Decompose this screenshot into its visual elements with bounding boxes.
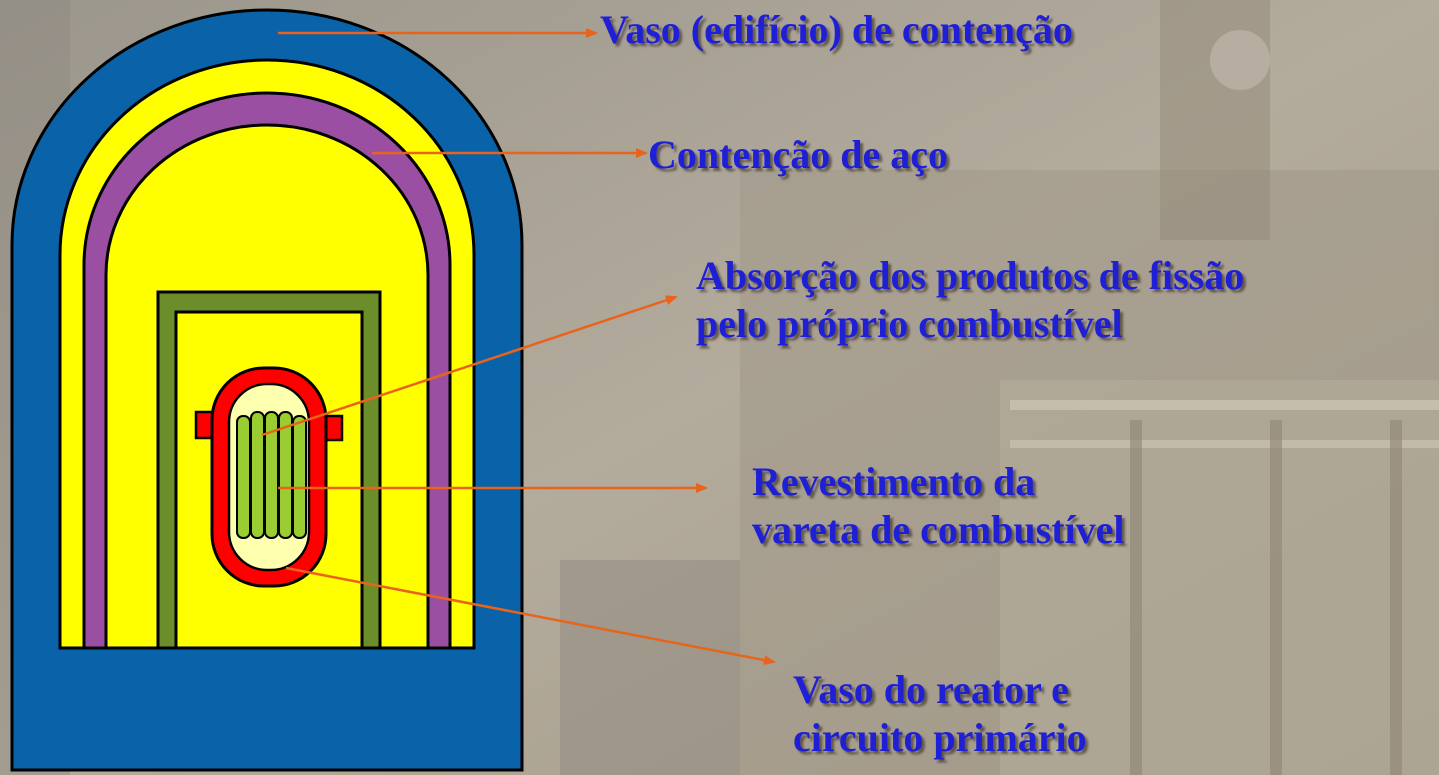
label-reactor-vessel: Vaso do reator e circuito primário <box>793 666 1087 762</box>
fuel-rod <box>292 415 307 539</box>
label-steel-containment-text: Contenção de aço <box>648 132 948 177</box>
label-fuel-cladding-line1: Revestimento da <box>752 459 1036 504</box>
label-containment-building: Vaso (edifício) de contenção <box>600 6 1073 54</box>
arrow-fuel-absorption <box>261 295 678 437</box>
fuel-rod <box>236 415 251 539</box>
label-fuel-cladding-line2: vareta de combustível <box>752 507 1125 552</box>
label-reactor-vessel-line2: circuito primário <box>793 715 1087 760</box>
label-containment-building-text: Vaso (edifício) de contenção <box>600 7 1073 52</box>
label-fuel-absorption-line2: pelo próprio combustível <box>696 301 1123 346</box>
fuel-rod <box>250 411 265 539</box>
fuel-rods <box>236 411 307 539</box>
label-fuel-absorption-line1: Absorção dos produtos de fissão <box>696 253 1245 298</box>
label-fuel-cladding: Revestimento da vareta de combustível <box>752 458 1125 554</box>
label-fuel-absorption: Absorção dos produtos de fissão pelo pró… <box>696 252 1244 348</box>
arrow-reactor-vessel <box>285 566 776 666</box>
label-steel-containment: Contenção de aço <box>648 131 948 179</box>
fuel-rod <box>278 411 293 539</box>
label-reactor-vessel-line1: Vaso do reator e <box>793 667 1069 712</box>
